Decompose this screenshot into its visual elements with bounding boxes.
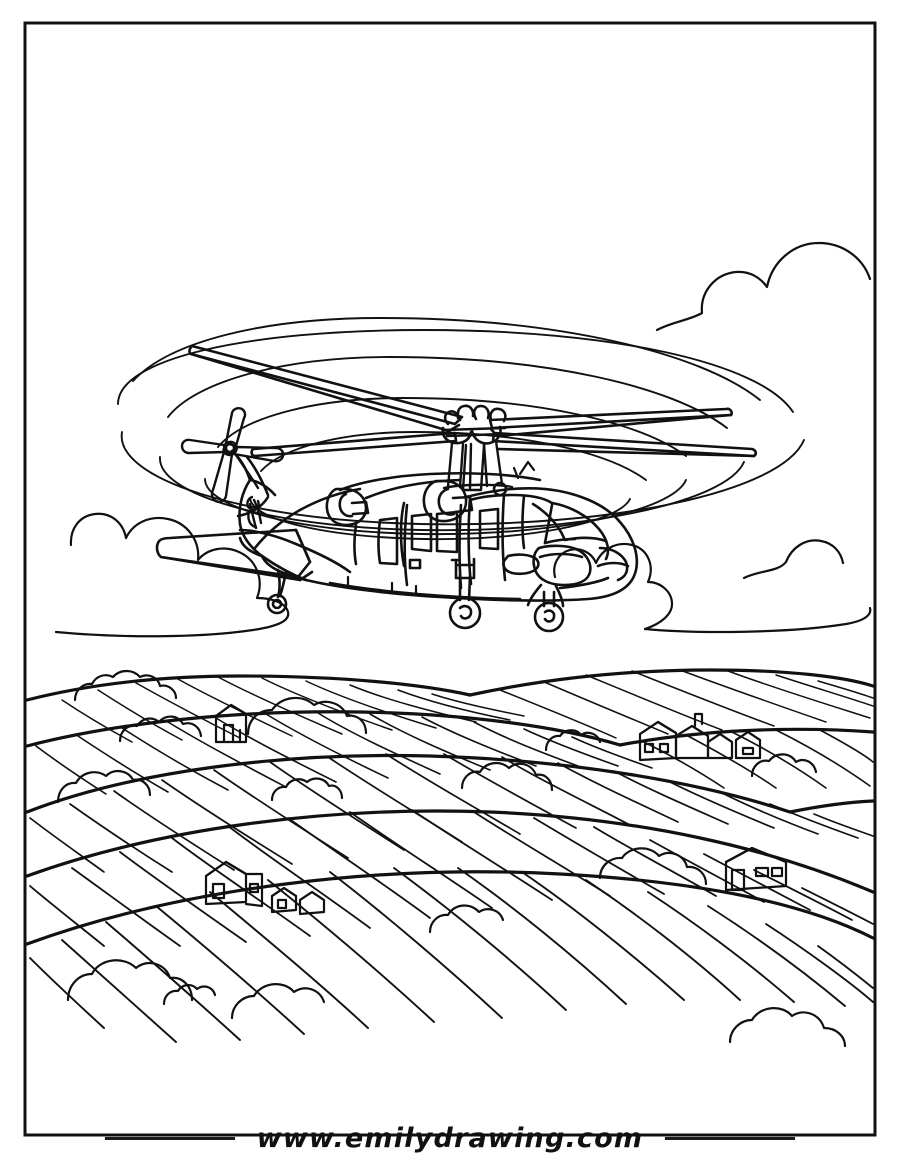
bush-clusters <box>56 669 847 1048</box>
page-border <box>23 21 877 1137</box>
footer-website-text: www.emilydrawing.com <box>256 1123 644 1154</box>
footer-rule-left <box>104 1137 235 1140</box>
farmhouse-barn-left-ridge <box>214 703 248 744</box>
cloud-right-mid <box>553 542 872 634</box>
fuselage-antennae <box>346 460 536 596</box>
helicopter-fuselage <box>260 471 639 602</box>
farmhouse-cluster-right <box>638 712 762 762</box>
cloud-left-mid <box>54 512 290 638</box>
cloud-far-right <box>742 539 845 580</box>
horizontal-stabilizer <box>155 528 314 582</box>
footer: www.emilydrawing.com <box>0 1112 900 1165</box>
field-furrows-upper-mid-right <box>643 729 874 789</box>
cloud-top-right <box>655 241 872 332</box>
rotor-motion-arcs <box>117 317 805 541</box>
farmhouse-foreground-left <box>204 860 264 908</box>
footer-rule-right <box>665 1137 796 1140</box>
field-furrows-lower-mid <box>29 809 874 947</box>
shed-foreground-left <box>270 886 326 916</box>
field-furrows-far-right <box>499 669 874 739</box>
main-rotor-hub <box>441 404 507 445</box>
tail-rotor <box>180 407 285 530</box>
farmhouse-right-lower <box>724 846 788 892</box>
field-furrows-foreground <box>29 867 874 1043</box>
landing-gear <box>266 557 565 633</box>
field-furrows-far <box>61 676 525 743</box>
main-rotor-blades <box>188 344 758 458</box>
